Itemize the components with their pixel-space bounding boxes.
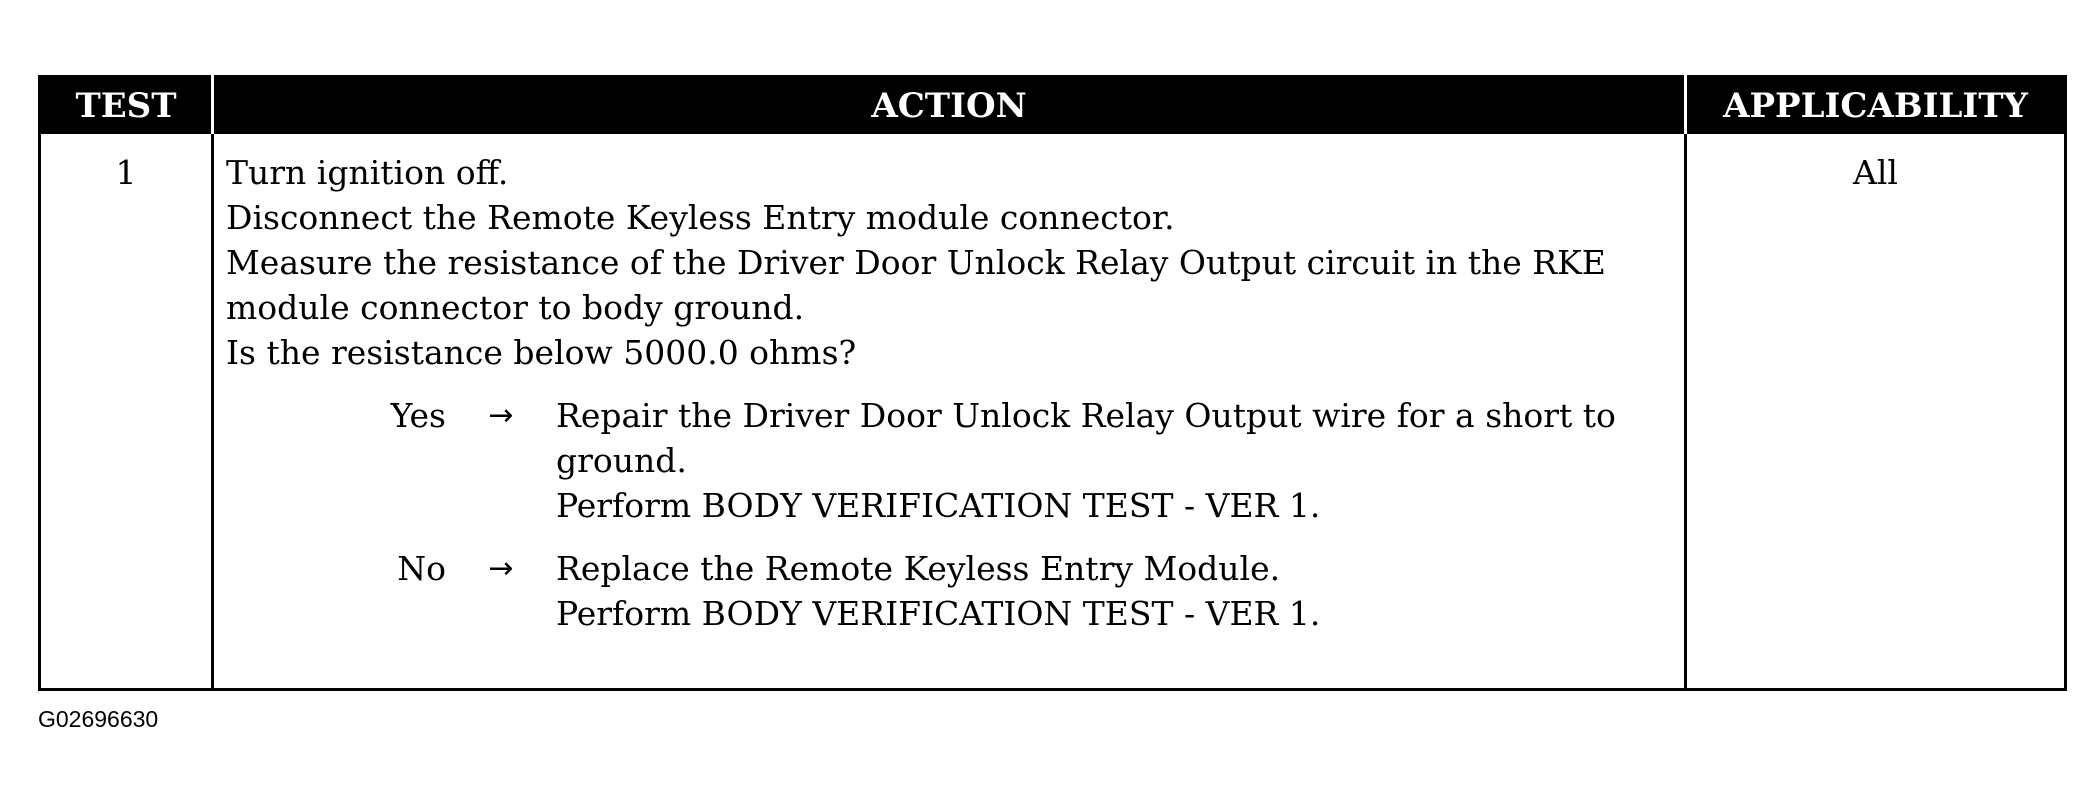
no-label: No [397,549,446,588]
right-arrow-icon: → [488,551,514,586]
table-row: 1 Turn ignition off. Disconnect the Remo… [40,134,2066,690]
no-result-line: Perform BODY VERIFICATION TEST - VER 1. [556,594,1321,633]
no-result: Replace the Remote Keyless Entry Module.… [556,546,1320,636]
no-branch: No → Replace the Remote Keyless Entry Mo… [226,546,1674,636]
header-applicability: APPLICABILITY [1684,76,2066,134]
yes-result: Repair the Driver Door Unlock Relay Outp… [556,393,1616,528]
action-steps: Turn ignition off. Disconnect the Remote… [226,150,1674,375]
table-header-row: TEST ACTION APPLICABILITY [39,76,2066,134]
no-result-line: Replace the Remote Keyless Entry Module. [556,549,1281,588]
action-step: Disconnect the Remote Keyless Entry modu… [226,198,1175,237]
yes-result-line: Perform BODY VERIFICATION TEST - VER 1. [556,486,1321,525]
yes-result-line: Repair the Driver Door Unlock Relay Outp… [556,396,1616,435]
action-step: module connector to body ground. [226,288,805,327]
action-step: Is the resistance below 5000.0 ohms? [226,333,857,372]
action-step: Turn ignition off. [226,153,509,192]
action-cell: Turn ignition off. Disconnect the Remote… [211,134,1686,690]
header-test: TEST [39,76,213,134]
yes-result-line: ground. [556,441,687,480]
header-action: ACTION [211,76,1686,134]
action-step: Measure the resistance of the Driver Doo… [226,243,1606,282]
figure-id: G02696630 [38,706,159,732]
applicability-value: All [1684,134,2066,690]
diagnostic-test-table: TEST ACTION APPLICABILITY 1 Turn ignitio… [38,75,2067,691]
yes-branch: Yes → Repair the Driver Door Unlock Rela… [226,393,1674,528]
yes-label: Yes [390,396,446,435]
test-number: 1 [115,153,137,192]
right-arrow-icon: → [488,398,514,433]
